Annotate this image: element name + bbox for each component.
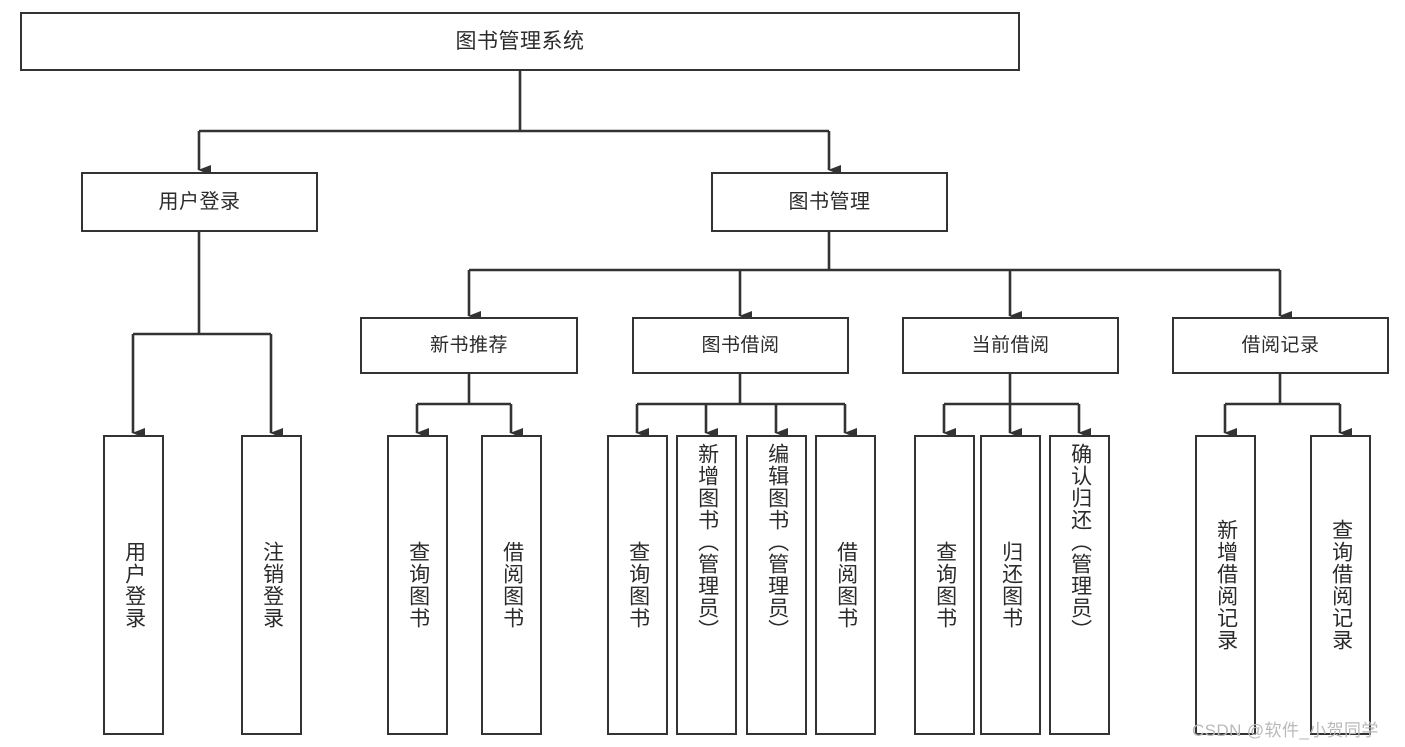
node-label: 查询图书	[626, 541, 650, 629]
node-label: 归还图书	[999, 541, 1023, 629]
node-borrow-record[interactable]: 借阅记录	[1172, 317, 1389, 374]
leaf-book-borrow-query-book[interactable]: 查询图书	[607, 435, 668, 735]
node-label: 图书借阅	[701, 334, 780, 356]
leaf-new-book-borrow-book[interactable]: 借阅图书	[481, 435, 542, 735]
node-label: 确认归还（管理员）	[1068, 443, 1092, 641]
node-new-book-recommend[interactable]: 新书推荐	[360, 317, 578, 374]
node-label: 编辑图书（管理员）	[765, 443, 789, 641]
node-book-management[interactable]: 图书管理	[711, 172, 948, 232]
leaf-user-login-logout[interactable]: 注销登录	[241, 435, 302, 735]
node-label: 图书管理系统	[455, 29, 585, 53]
leaf-new-book-query-book[interactable]: 查询图书	[387, 435, 448, 735]
leaf-current-borrow-return-book[interactable]: 归还图书	[980, 435, 1041, 735]
leaf-book-borrow-edit-book-admin[interactable]: 编辑图书（管理员）	[746, 435, 807, 735]
node-book-borrow[interactable]: 图书借阅	[632, 317, 849, 374]
node-label: 借阅图书	[500, 541, 524, 629]
node-label: 用户登录	[158, 190, 241, 213]
node-label: 当前借阅	[971, 334, 1050, 356]
leaf-current-borrow-query-book[interactable]: 查询图书	[914, 435, 975, 735]
leaf-borrow-record-query-record[interactable]: 查询借阅记录	[1310, 435, 1371, 735]
leaf-book-borrow-borrow-book[interactable]: 借阅图书	[815, 435, 876, 735]
leaf-current-borrow-confirm-return-admin[interactable]: 确认归还（管理员）	[1049, 435, 1110, 735]
leaf-user-login-login[interactable]: 用户登录	[103, 435, 164, 735]
node-label: 查询图书	[933, 541, 957, 629]
node-user-login[interactable]: 用户登录	[81, 172, 318, 232]
node-label: 查询图书	[406, 541, 430, 629]
leaf-borrow-record-add-record[interactable]: 新增借阅记录	[1195, 435, 1256, 735]
node-label: 借阅图书	[834, 541, 858, 629]
node-label: 查询借阅记录	[1329, 519, 1353, 651]
node-root-book-management-system[interactable]: 图书管理系统	[20, 12, 1020, 71]
node-label: 用户登录	[122, 541, 146, 629]
node-label: 新书推荐	[429, 334, 508, 356]
node-label: 注销登录	[260, 541, 284, 629]
node-label: 新增图书（管理员）	[695, 443, 719, 641]
node-label: 借阅记录	[1241, 334, 1320, 356]
node-current-borrow[interactable]: 当前借阅	[902, 317, 1119, 374]
node-label: 新增借阅记录	[1214, 519, 1238, 651]
watermark-text: CSDN @软件_小贺同学	[1192, 721, 1379, 740]
node-label: 图书管理	[788, 190, 871, 213]
leaf-book-borrow-add-book-admin[interactable]: 新增图书（管理员）	[676, 435, 737, 735]
